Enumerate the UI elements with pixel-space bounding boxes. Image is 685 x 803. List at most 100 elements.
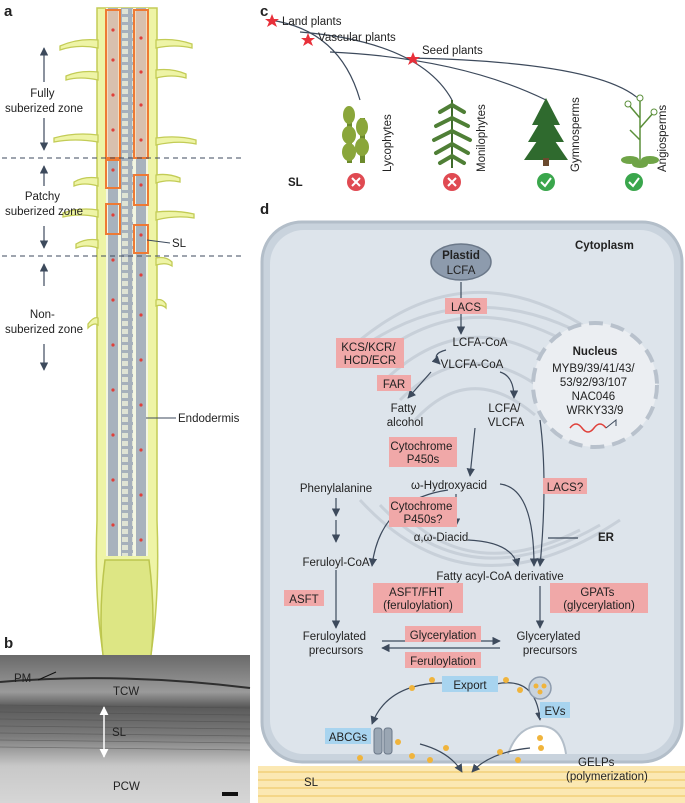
panel-d-letter: d bbox=[260, 201, 269, 218]
taxon-monilophytes: Monilophytes bbox=[476, 104, 488, 172]
endodermis-left bbox=[108, 8, 118, 556]
kcs-label: KCS/KCR/ HCD/ECR bbox=[341, 342, 399, 367]
abcgs-box bbox=[325, 728, 371, 744]
asft-fht-label: ASFT/FHT (feruloylation) bbox=[383, 587, 453, 612]
lcfa-coa: LCFA-CoA bbox=[453, 337, 508, 349]
milestone-stars bbox=[265, 14, 420, 65]
abcg-transporter-icon bbox=[373, 727, 393, 755]
gene-arrow-icon bbox=[605, 418, 617, 429]
sl-absent-monilophytes bbox=[443, 173, 461, 191]
transcription-factors: MYB9/39/41/43/ 53/92/93/107 NAC046 WRKY3… bbox=[552, 363, 638, 417]
glycerylation-label: Glycerylation bbox=[410, 630, 476, 642]
sl-absent-lycophytes bbox=[347, 173, 365, 191]
panel-c: c Land plants Vascular plants Seed plant… bbox=[260, 3, 669, 191]
cyp2-label: Cytochrome P450s? bbox=[390, 501, 455, 526]
evs-box bbox=[540, 702, 570, 718]
sl-present-angiosperms bbox=[625, 173, 643, 191]
glycerylated-precursors: Glycerylated precursors bbox=[516, 631, 583, 657]
dna-helix-icon bbox=[569, 423, 607, 433]
tcw-label: TCW bbox=[113, 686, 139, 698]
cyp2-box bbox=[389, 497, 457, 527]
export-box bbox=[442, 676, 498, 692]
lacs-box bbox=[445, 298, 487, 314]
sl-present-gymnosperms bbox=[537, 173, 555, 191]
asft-label: ASFT bbox=[289, 594, 318, 606]
asft-box bbox=[284, 590, 324, 606]
kcs-box bbox=[336, 338, 404, 368]
asft-fht-box bbox=[373, 583, 463, 613]
evs-label: EVs bbox=[544, 706, 565, 718]
zone-label-non: Non- suberized zone bbox=[5, 309, 83, 336]
far-box bbox=[377, 375, 411, 391]
sl-label-d: SL bbox=[304, 777, 319, 789]
milestone-seed: Seed plants bbox=[422, 45, 483, 57]
root-hairs bbox=[53, 38, 197, 330]
endodermis-right bbox=[136, 8, 146, 556]
membrane-vesicle-fusion bbox=[507, 724, 567, 755]
feruloylation-box bbox=[405, 652, 481, 668]
plastid bbox=[430, 243, 492, 281]
sl-label-a: SL bbox=[172, 238, 187, 250]
taxon-angiosperms: Angiosperms bbox=[657, 105, 669, 172]
endodermis-label: Endodermis bbox=[178, 413, 240, 425]
panel-c-letter: c bbox=[260, 3, 268, 20]
taxon-lycophytes: Lycophytes bbox=[382, 114, 394, 172]
milestone-vascular: Vascular plants bbox=[318, 32, 396, 44]
fatty-alcohol: Fatty alcohol bbox=[387, 403, 423, 429]
sl-layer bbox=[258, 766, 685, 803]
pcw-label: PCW bbox=[113, 781, 140, 793]
phylogeny-tree bbox=[269, 19, 641, 101]
panel-a-letter: a bbox=[4, 3, 13, 20]
er-label: ER bbox=[598, 532, 615, 544]
plasma-membrane bbox=[0, 677, 251, 689]
phenylalanine: Phenylalanine bbox=[300, 483, 372, 495]
lcfa-plastid: LCFA bbox=[447, 265, 476, 277]
panel-a: a bbox=[2, 3, 245, 701]
pm-label: PM bbox=[14, 673, 31, 685]
lacs-label: LACS bbox=[451, 302, 481, 314]
sl-label-b: SL bbox=[112, 727, 127, 739]
fatty-acyl-coa: Fatty acyl-CoA derivative bbox=[436, 571, 563, 583]
casparian-strips bbox=[111, 28, 143, 542]
cyp1-box bbox=[389, 437, 457, 467]
milestone-land: Land plants bbox=[282, 16, 342, 28]
taxon-gymnosperms: Gymnosperms bbox=[570, 97, 582, 172]
monilophyte-icon bbox=[432, 100, 472, 168]
zone-label-fully: Fully suberized zone bbox=[5, 88, 83, 115]
cytoplasm-label: Cytoplasm bbox=[575, 240, 634, 252]
diacid: α,ω-Diacid bbox=[414, 532, 469, 544]
sl-leader bbox=[146, 239, 171, 244]
gpats-box bbox=[550, 583, 648, 613]
scale-bar bbox=[222, 792, 238, 796]
far-label: FAR bbox=[383, 379, 405, 391]
export-label: Export bbox=[453, 680, 487, 692]
vlcfa-coa: VLCFA-CoA bbox=[441, 359, 504, 371]
lamellae-bands bbox=[0, 704, 251, 751]
abcgs-label: ABCGs bbox=[329, 732, 368, 744]
angiosperm-icon bbox=[621, 94, 659, 168]
panel-b-letter: b bbox=[4, 635, 13, 652]
plastid-label: Plastid bbox=[442, 250, 480, 262]
feruloylated-precursors: Feruloylated precursors bbox=[303, 631, 370, 657]
zone-label-patchy: Patchy suberized zone bbox=[5, 191, 83, 218]
panel-d: d Plastid LCFA Cytopl bbox=[258, 201, 685, 803]
vesicle bbox=[528, 676, 552, 700]
vascular-core bbox=[121, 8, 133, 556]
gymnosperm-icon bbox=[524, 98, 568, 166]
gpats-label: GPATs (glycerylation) bbox=[563, 587, 635, 612]
gelps-label: GELPs (polymerization) bbox=[566, 757, 648, 783]
lipid-droplets bbox=[357, 677, 544, 763]
glycerylation-box bbox=[405, 626, 481, 642]
sl-row-label: SL bbox=[288, 177, 303, 189]
nucleus-label: Nucleus bbox=[573, 346, 618, 358]
feruloyl-coa: Feruloyl-CoA bbox=[302, 557, 369, 569]
lacs-q-label: LACS? bbox=[547, 482, 583, 494]
hydroxyacid: ω-Hydroxyacid bbox=[411, 480, 487, 492]
lcfa-vlcfa: LCFA/ VLCFA bbox=[488, 403, 525, 429]
lacs-q-box bbox=[543, 478, 587, 494]
feruloylation-label: Feruloylation bbox=[410, 656, 476, 668]
cyp1-label: Cytochrome P450s bbox=[390, 441, 455, 466]
panel-b: b PM TCW SL PCW bbox=[0, 635, 251, 803]
lycophyte-icon bbox=[342, 106, 369, 163]
